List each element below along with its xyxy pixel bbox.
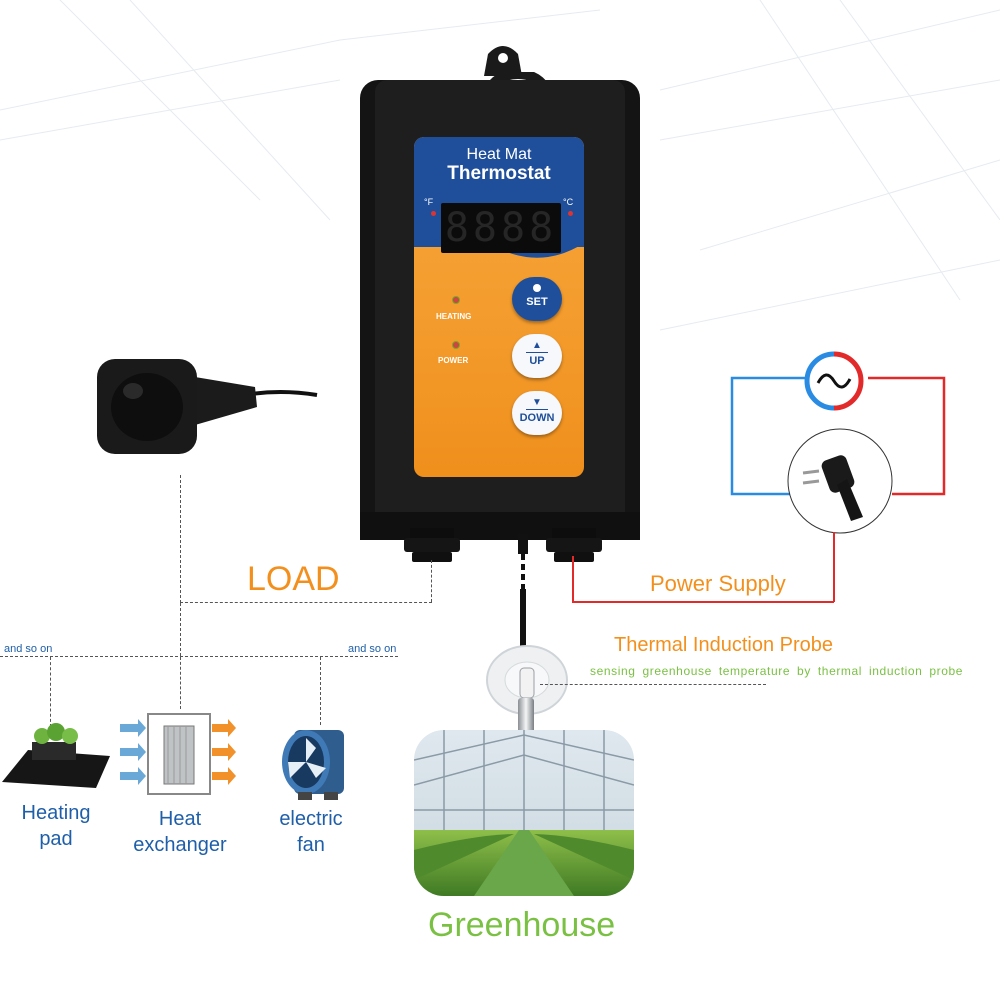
down-button-label: DOWN [519, 412, 555, 424]
unit-f-label: °F [424, 197, 434, 207]
heating-indicator-label: HEATING [436, 312, 472, 321]
load-horizontal-line [180, 602, 432, 603]
heating-pad-label: Heating pad [4, 800, 108, 852]
greenhouse-photo [414, 730, 634, 896]
heat-exchanger-label-line1: Heat [158, 808, 202, 830]
unit-c-led [568, 211, 573, 216]
heating-pad-label-line2: pad [39, 828, 73, 850]
load-branch-stem [180, 603, 181, 656]
electric-fan-label-line2: fan [297, 834, 325, 856]
heating-pad-drop [50, 657, 51, 727]
probe-cable-icon [518, 534, 528, 679]
ac-wiring-diagram [730, 376, 946, 496]
fan-drop [320, 657, 321, 725]
triangle-up-icon: ▲ [532, 340, 542, 351]
unit-c-label: °C [563, 197, 574, 207]
power-wire-red [572, 556, 574, 602]
electric-fan-label-line1: electric [279, 808, 343, 830]
load-label: LOAD [247, 560, 340, 598]
hang-hook [484, 46, 522, 76]
axial-fan-icon [282, 730, 344, 800]
probe-leader-line [540, 684, 766, 685]
led-display: 8888 [441, 203, 561, 253]
load-cable-gland [404, 528, 460, 562]
load-branch-line [0, 656, 398, 657]
device-title-line2: Thermostat [447, 163, 551, 184]
and-so-on-right-label: and so on [348, 643, 397, 655]
down-button[interactable]: ▼ DOWN [512, 391, 562, 435]
heat-exchanger-label: Heat exchanger [118, 806, 242, 858]
unit-f-led [431, 211, 436, 216]
power-wire-red-h [572, 601, 834, 603]
greenhouse-label: Greenhouse [428, 906, 616, 944]
power-indicator-label: POWER [438, 356, 469, 365]
power-plug-icon [787, 428, 893, 534]
probe-desc-label: sensing greenhouse temperature by therma… [590, 664, 964, 678]
set-button-label: SET [526, 296, 548, 308]
power-cable-gland [546, 528, 602, 562]
set-dot-icon [533, 284, 541, 292]
display-digits: 8888 [444, 205, 558, 251]
power-led [452, 341, 460, 349]
device-title-line1: Heat Mat [466, 146, 532, 163]
load-vertical-line [180, 475, 181, 603]
heating-pad-icon [2, 723, 110, 788]
and-so-on-left-label: and so on [4, 643, 53, 655]
heat-exchanger-drop [180, 657, 181, 709]
load-gland-connector [431, 560, 432, 602]
ac-source-icon [804, 351, 864, 411]
heat-exchanger-icon [120, 713, 236, 795]
set-button[interactable]: SET [512, 277, 562, 321]
power-wire-red-up [833, 532, 835, 602]
up-button[interactable]: ▲ UP [512, 334, 562, 378]
socket-plug-icon [97, 359, 318, 454]
heating-led [452, 296, 460, 304]
triangle-down-icon: ▼ [532, 397, 542, 408]
heating-pad-label-line1: Heating [21, 802, 91, 824]
electric-fan-label: electric fan [256, 806, 366, 858]
power-supply-label: Power Supply [650, 571, 786, 596]
heat-exchanger-label-line2: exchanger [133, 834, 227, 856]
probe-title-label: Thermal Induction Probe [614, 634, 834, 656]
up-button-label: UP [529, 355, 545, 367]
